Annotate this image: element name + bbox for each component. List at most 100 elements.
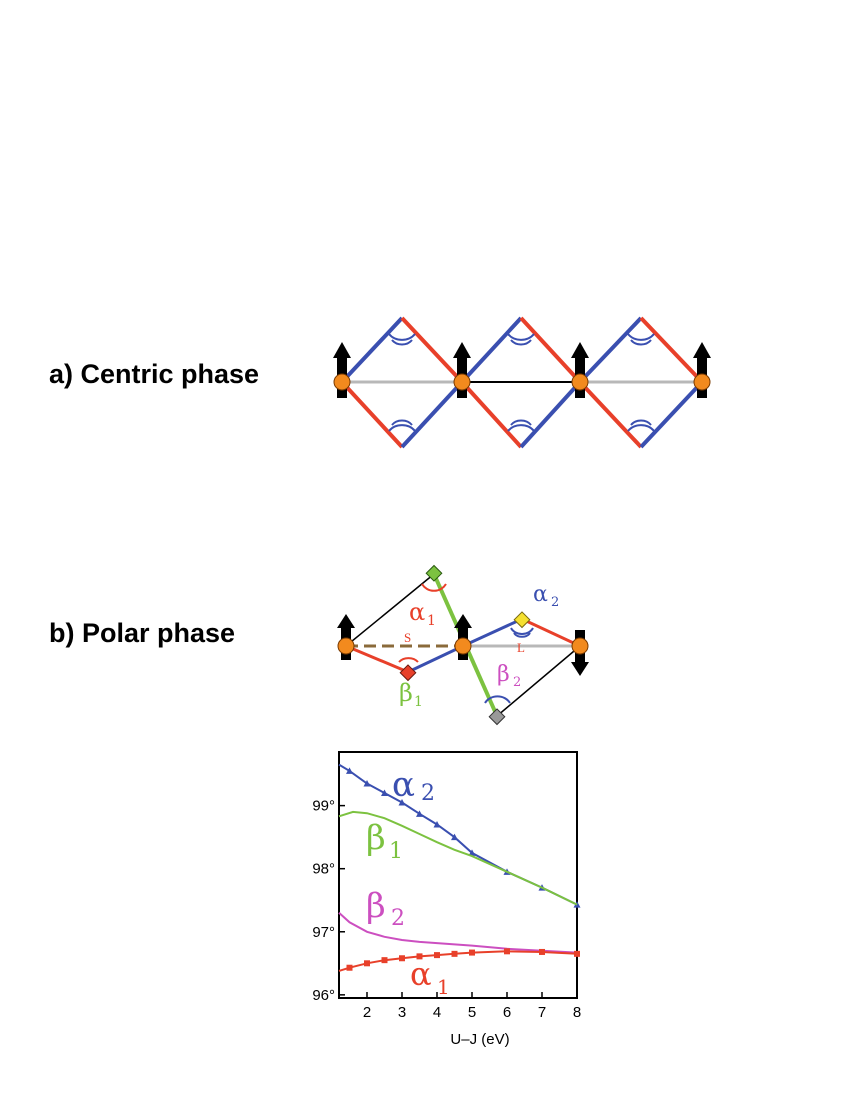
x-tick-label: 6 bbox=[503, 1004, 511, 1021]
alpha2-arc bbox=[513, 632, 531, 638]
alpha1-label: α bbox=[409, 598, 425, 626]
polar-chain: α 1 α 2 β 1 β 2 S L bbox=[337, 564, 589, 726]
alpha2-label: α bbox=[533, 582, 548, 607]
data-point-α2 bbox=[363, 780, 371, 787]
angle-arc bbox=[627, 333, 655, 341]
x-tick-label: 3 bbox=[398, 1004, 406, 1021]
red-bond bbox=[639, 316, 704, 384]
data-point-α2 bbox=[451, 833, 458, 841]
chart-frame bbox=[338, 751, 578, 999]
red-bond bbox=[521, 617, 581, 648]
blue-bond bbox=[407, 644, 464, 674]
x-axis-label: U–J (eV) bbox=[450, 1031, 509, 1048]
angle-arc bbox=[627, 424, 655, 432]
x-tick-label: 2 bbox=[363, 1004, 371, 1021]
metal-atom bbox=[453, 373, 471, 391]
red-bond bbox=[400, 316, 464, 384]
angle-arc bbox=[507, 424, 535, 432]
beta1-series-label: β bbox=[366, 818, 386, 858]
metal-atom bbox=[571, 637, 589, 655]
alpha1-series-label: α bbox=[410, 955, 432, 993]
angle-arc bbox=[630, 339, 652, 346]
beta2-arc bbox=[484, 695, 511, 704]
angle-arc bbox=[388, 333, 416, 341]
red-bond bbox=[345, 644, 409, 674]
data-point-α1 bbox=[364, 960, 370, 967]
angle-arc bbox=[507, 333, 535, 341]
data-point-α2 bbox=[433, 821, 441, 828]
black-bond bbox=[496, 645, 581, 717]
black-bond bbox=[345, 573, 435, 647]
chart-series bbox=[338, 763, 581, 972]
yellow-vertex bbox=[513, 611, 531, 629]
blue-bond bbox=[639, 380, 704, 449]
red-bond bbox=[340, 380, 404, 449]
data-point-α1 bbox=[574, 950, 580, 957]
alpha2-subscript: 2 bbox=[551, 595, 559, 610]
long-bond-label: L bbox=[517, 640, 525, 655]
alpha1-series-subscript: 1 bbox=[437, 975, 450, 999]
x-tick-label: 8 bbox=[573, 1004, 581, 1021]
y-tick-label: 96° bbox=[312, 987, 335, 1004]
y-tick-label: 98° bbox=[312, 861, 335, 878]
data-point-α1 bbox=[469, 949, 475, 956]
alpha1-subscript: 1 bbox=[427, 613, 436, 629]
red-vertex bbox=[399, 664, 417, 682]
data-point-α1 bbox=[346, 964, 353, 971]
red-bond bbox=[460, 380, 523, 449]
data-point-α2 bbox=[416, 810, 423, 817]
alpha2-arc bbox=[510, 627, 534, 635]
beta2-series-subscript: 2 bbox=[391, 906, 405, 931]
beta1-label: β bbox=[399, 679, 413, 707]
red-bond bbox=[578, 380, 643, 449]
metal-atom bbox=[337, 637, 355, 655]
data-point-α1 bbox=[451, 950, 458, 957]
beta1-subscript: 1 bbox=[414, 694, 423, 710]
metal-atom bbox=[571, 373, 589, 391]
panel-a-label: a) Centric phase bbox=[49, 359, 260, 389]
data-point-α2 bbox=[381, 789, 388, 796]
data-point-α1 bbox=[539, 948, 545, 955]
blue-bond bbox=[400, 380, 464, 449]
angle-arc bbox=[388, 424, 416, 432]
centric-chain bbox=[333, 316, 711, 449]
blue-bond bbox=[519, 380, 582, 449]
metal-atom bbox=[693, 373, 711, 391]
data-point-α2 bbox=[468, 849, 476, 856]
x-tick-label: 7 bbox=[538, 1004, 546, 1021]
data-point-α1 bbox=[434, 952, 440, 959]
data-point-α1 bbox=[504, 948, 510, 955]
data-point-α1 bbox=[399, 955, 405, 962]
angle-arc bbox=[391, 339, 413, 346]
angle-arc bbox=[510, 419, 532, 426]
gray-vertex bbox=[488, 708, 506, 726]
series-line-β2 bbox=[338, 912, 578, 954]
y-tick-label: 99° bbox=[312, 798, 335, 815]
alpha2-series-label: α bbox=[392, 765, 415, 805]
blue-bond bbox=[460, 316, 523, 384]
angle-arc bbox=[391, 419, 413, 426]
beta1-series-subscript: 1 bbox=[389, 839, 403, 864]
green-vertex bbox=[425, 564, 443, 582]
blue-bond bbox=[578, 316, 643, 384]
beta2-subscript: 2 bbox=[513, 675, 521, 690]
beta2-series-label: β bbox=[366, 886, 386, 926]
metal-atom bbox=[333, 373, 351, 391]
metal-atom bbox=[454, 637, 472, 655]
alpha2-series-subscript: 2 bbox=[421, 781, 435, 806]
data-point-α1 bbox=[416, 953, 423, 960]
short-bond-label: S bbox=[404, 630, 411, 645]
alpha1-arc bbox=[421, 583, 447, 592]
x-tick-label: 4 bbox=[433, 1004, 441, 1021]
panel-b-label: b) Polar phase bbox=[49, 618, 236, 648]
blue-bond bbox=[462, 617, 523, 648]
data-point-α2 bbox=[398, 798, 406, 806]
series-labels: α 2 β 1 β 2 α 1 bbox=[366, 765, 450, 999]
blue-bond bbox=[340, 316, 404, 384]
data-point-α1 bbox=[381, 957, 388, 964]
data-point-α2 bbox=[346, 767, 353, 774]
beta1-arc bbox=[398, 657, 419, 663]
